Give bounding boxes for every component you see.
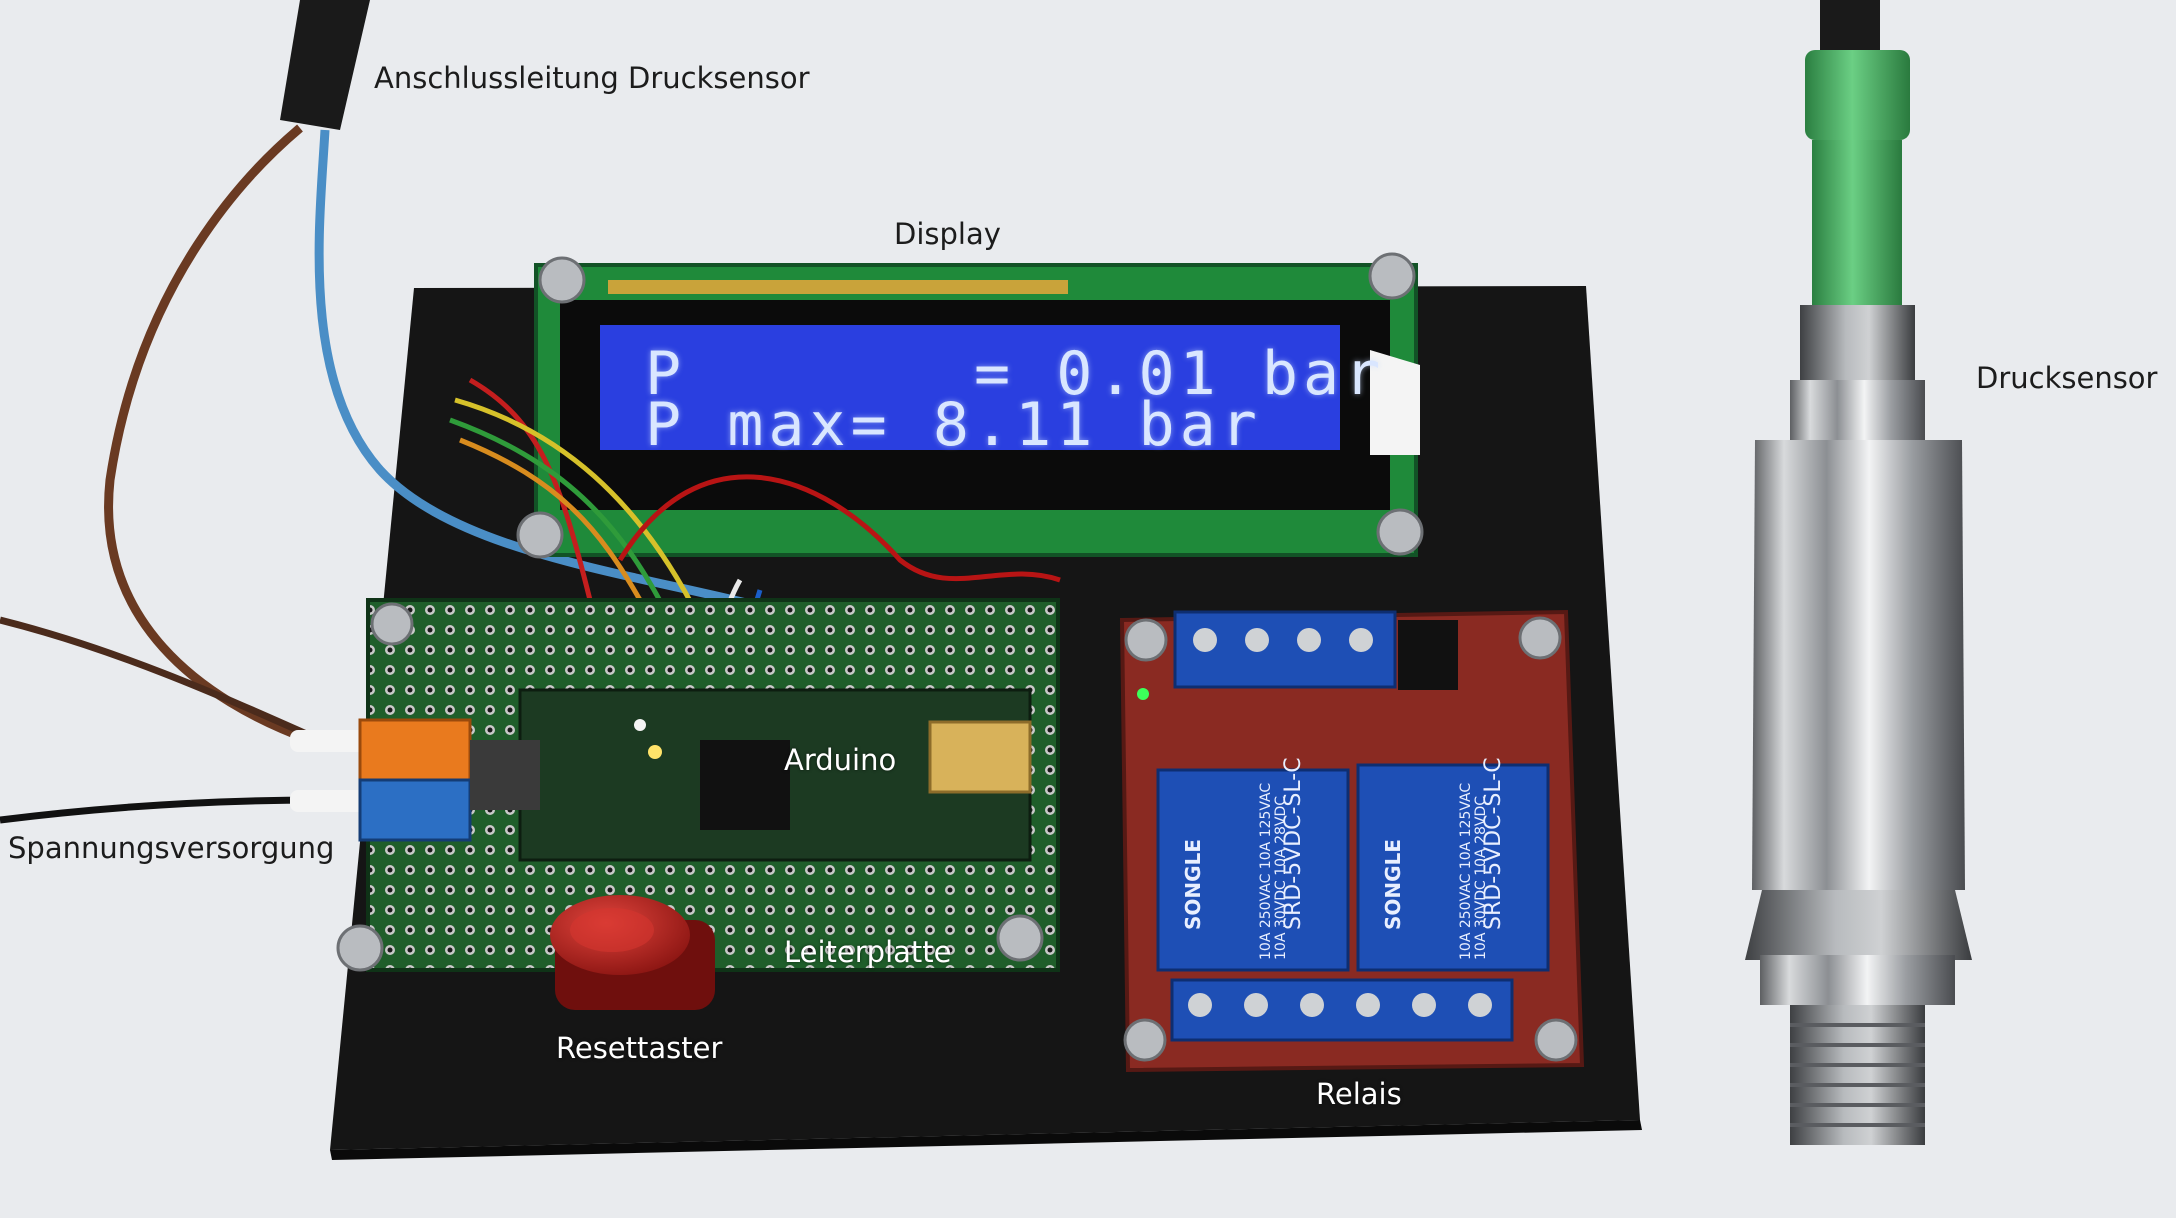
label-display: Display [894, 217, 1001, 251]
relay-brand-text-1: SONGLE [1181, 839, 1205, 930]
relay-model-text-1: SRD-5VDC-SL-C [1281, 757, 1306, 930]
arduino-nano [518, 688, 1032, 862]
reset-button [550, 895, 715, 1010]
label-pcb: Leiterplatte [784, 935, 952, 969]
relay-rating-text-2a: 10A 250VAC 10A 125VAC [1458, 783, 1474, 960]
jumper-wires [449, 377, 1061, 852]
label-pressure-sensor: Drucksensor [1976, 361, 2158, 395]
relay-brand-text-2: SONGLE [1381, 839, 1405, 930]
label-relay: Relais [1316, 1077, 1402, 1111]
lcd-line-1: P = 0.01 bar [645, 339, 1386, 409]
relay-board: SRD-5VDC-SL-C SRD-5VDC-SL-C SONGLE SONGL… [1119, 609, 1585, 1073]
terminal-blocks [358, 718, 540, 842]
lcd-module [516, 252, 1424, 559]
pressure-sensor [1745, 0, 1972, 1145]
relay-rating-text-2b: 10A 30VDC 10A 28VDC [1473, 796, 1489, 960]
lcd-line-2: P max= 8.11 bar [645, 390, 1262, 460]
relay-rating-text-1b: 10A 30VDC 10A 28VDC [1273, 796, 1289, 960]
label-sensor-cable: Anschlussleitung Drucksensor [374, 61, 810, 95]
label-power-supply: Spannungsversorgung [8, 831, 335, 865]
label-reset-button: Resettaster [556, 1031, 723, 1065]
label-arduino: Arduino [784, 743, 897, 777]
relay-model-text-2: SRD-5VDC-SL-C [1481, 757, 1506, 930]
relay-rating-text-1a: 10A 250VAC 10A 125VAC [1258, 783, 1274, 960]
